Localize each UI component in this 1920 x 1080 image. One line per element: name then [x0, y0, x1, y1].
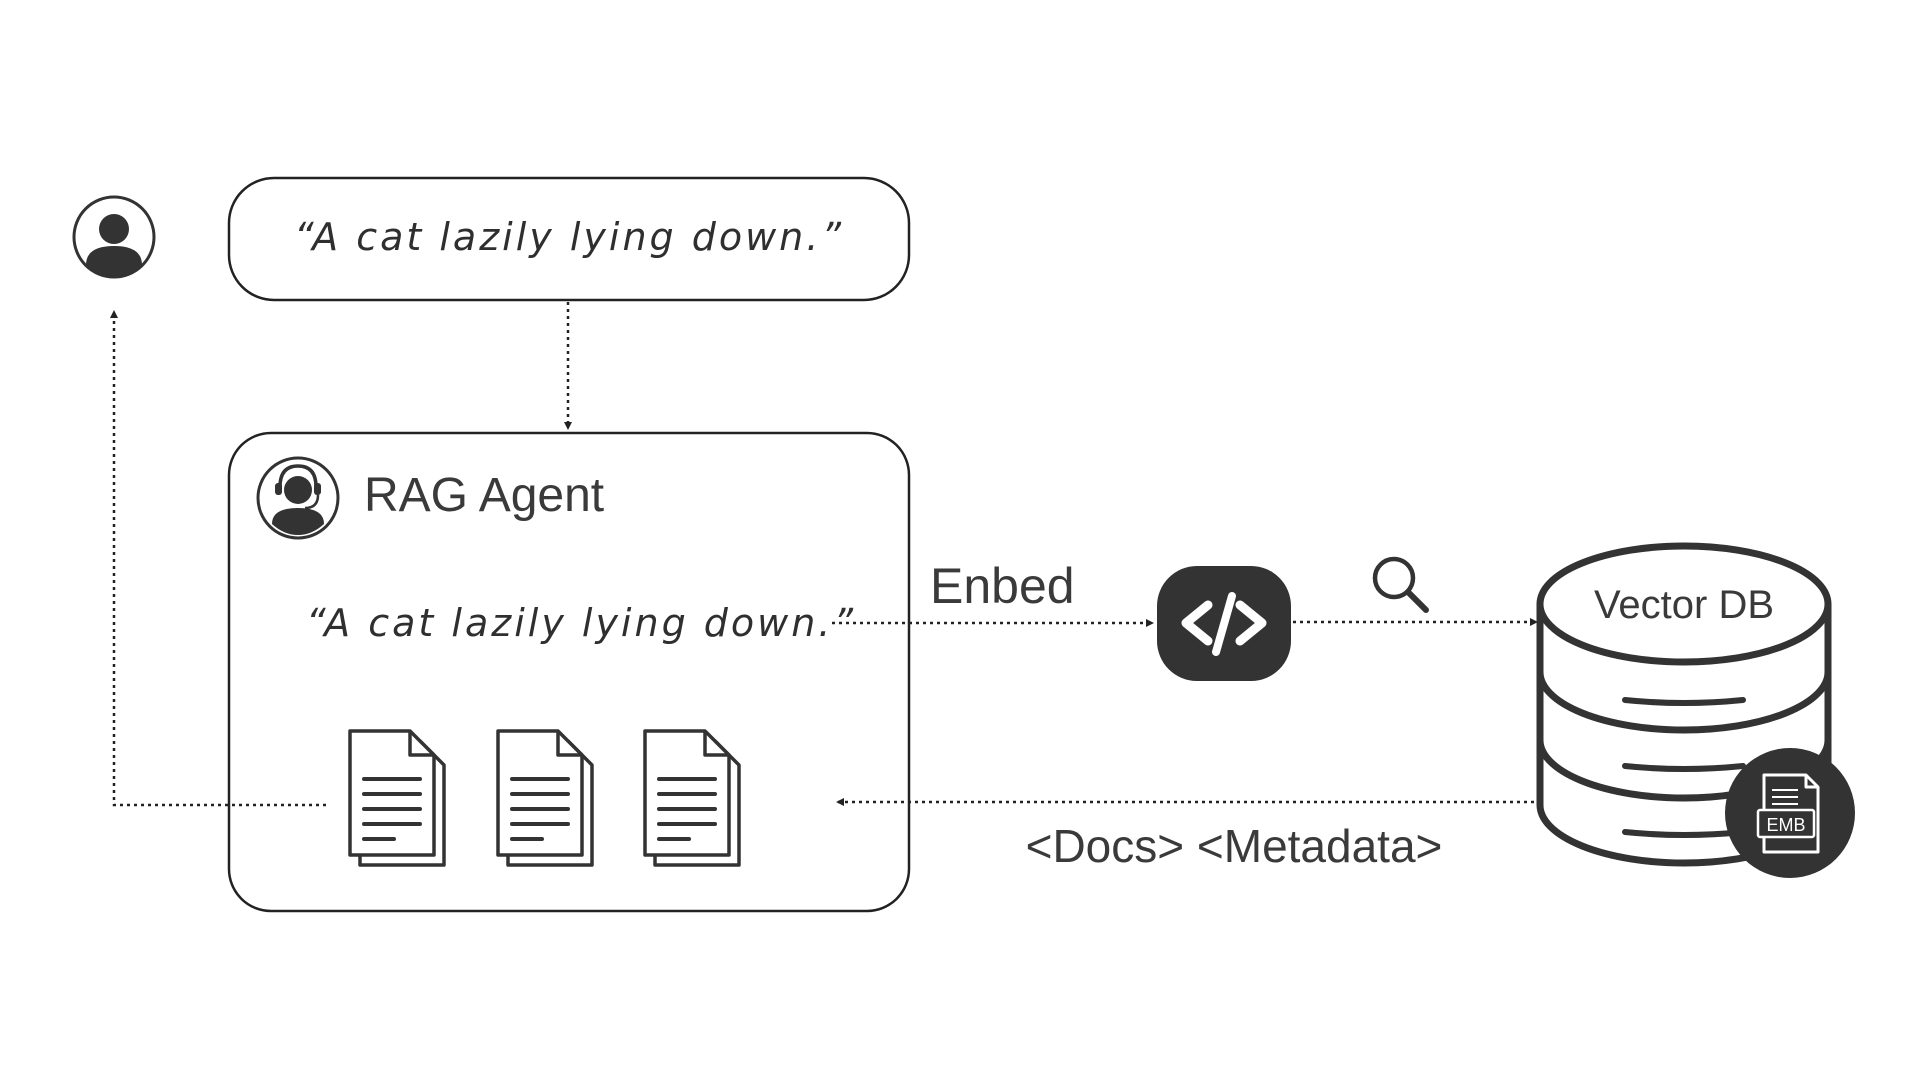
user-icon: [72, 195, 156, 279]
file-icon: [1756, 773, 1820, 854]
emb-badge-label: EMB: [1766, 815, 1805, 835]
document-icon: [643, 729, 741, 867]
query-bubble: “A cat lazily lying down.”: [227, 176, 911, 302]
support-agent-icon: [256, 456, 340, 540]
vector-db-title: Vector DB: [1594, 583, 1774, 627]
emb-badge: EMB: [1725, 748, 1855, 878]
results-label: <Docs> <Metadata>: [1026, 820, 1443, 872]
agent-title: RAG Agent: [364, 469, 604, 522]
arrow-docs-to-user: [110, 310, 326, 807]
magnifier-icon: [1372, 556, 1429, 613]
code-icon: [1157, 566, 1291, 681]
database-icon: Vector DB: [1536, 542, 1832, 867]
document-icon: [496, 729, 594, 867]
document-icon: [348, 729, 446, 867]
embed-label: Enbed: [930, 558, 1075, 614]
rag-agent-box: RAG Agent “A cat lazily lying down.”: [227, 431, 911, 913]
agent-query-text: “A cat lazily lying down.”: [306, 601, 856, 645]
query-text: “A cat lazily lying down.”: [294, 215, 844, 259]
